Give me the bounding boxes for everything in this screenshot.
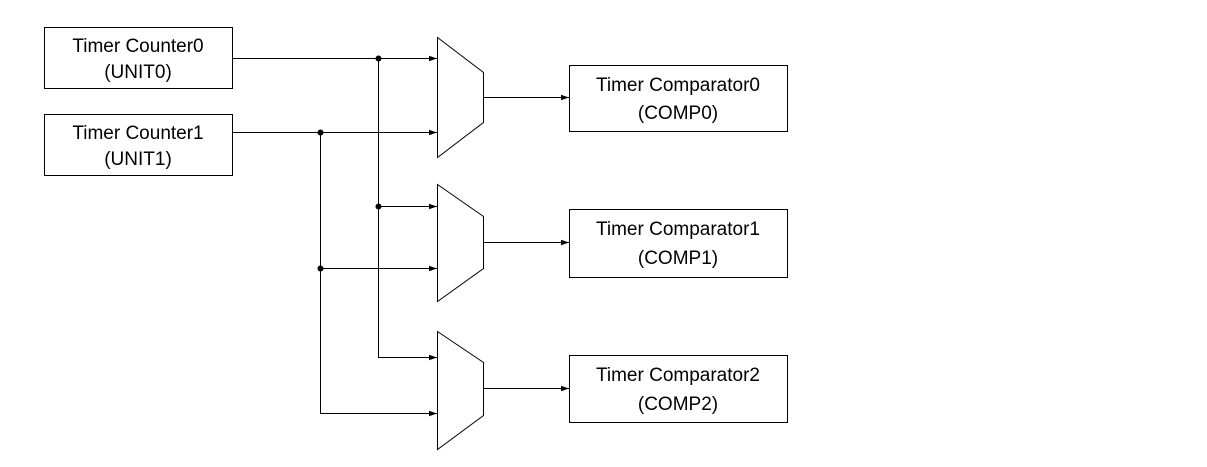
- mux1-shape: [437, 183, 484, 303]
- counter1-label: Timer Counter1: [72, 123, 203, 144]
- comparator1-sublabel: (COMP1): [638, 248, 718, 269]
- mux2-shape: [437, 330, 484, 451]
- comparator2-sublabel: (COMP2): [638, 394, 718, 415]
- comparator0-sublabel: (COMP0): [638, 103, 718, 124]
- comparator1-block: Timer Comparator1 (COMP1): [569, 209, 788, 278]
- counter0-sublabel: (UNIT0): [104, 62, 172, 83]
- comparator0-label: Timer Comparator0: [596, 75, 760, 96]
- counter0-label: Timer Counter0: [72, 36, 203, 57]
- comparator2-label: Timer Comparator2: [596, 365, 760, 386]
- counter1-sublabel: (UNIT1): [104, 149, 172, 170]
- comparator1-label: Timer Comparator1: [596, 219, 760, 240]
- counter1-block: Timer Counter1 (UNIT1): [44, 114, 233, 176]
- mux0-shape: [437, 36, 484, 159]
- comparator2-block: Timer Comparator2 (COMP2): [569, 355, 788, 423]
- comparator0-block: Timer Comparator0 (COMP0): [569, 65, 788, 132]
- counter0-block: Timer Counter0 (UNIT0): [44, 27, 233, 89]
